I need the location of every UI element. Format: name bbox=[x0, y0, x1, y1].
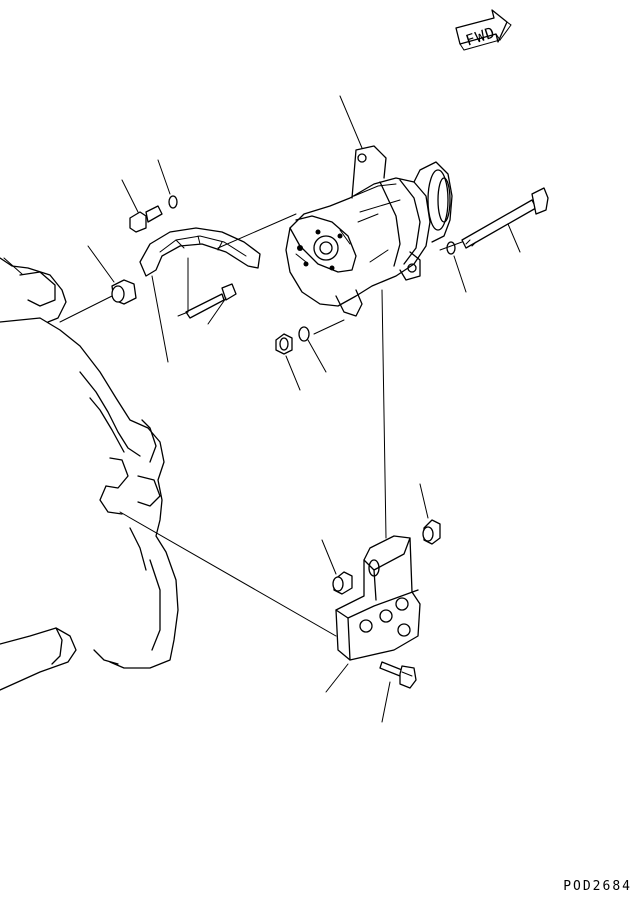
leader-lines bbox=[3, 95, 521, 723]
nut-middle bbox=[275, 333, 293, 355]
bolt-short-upper bbox=[129, 205, 163, 233]
assembly-lines bbox=[59, 213, 463, 637]
spacer-bracket-right bbox=[422, 519, 441, 545]
drawing-code: POD2684 bbox=[563, 879, 632, 894]
fwd-arrow-icon: FWD bbox=[455, 9, 512, 51]
spacer-bracket-left bbox=[332, 571, 353, 595]
alternator bbox=[285, 145, 453, 317]
adjusting-plate bbox=[139, 227, 261, 277]
bolt-long bbox=[461, 187, 549, 249]
engine-housing bbox=[0, 257, 179, 691]
bolt-bracket bbox=[379, 661, 417, 689]
mounting-bracket bbox=[335, 535, 421, 661]
fwd-label: FWD bbox=[463, 23, 497, 49]
washer-upper bbox=[168, 195, 178, 209]
bolt-adjusting bbox=[185, 283, 237, 319]
washer-right bbox=[446, 241, 456, 255]
spacer-upper bbox=[111, 279, 137, 305]
washer-middle bbox=[298, 326, 310, 342]
